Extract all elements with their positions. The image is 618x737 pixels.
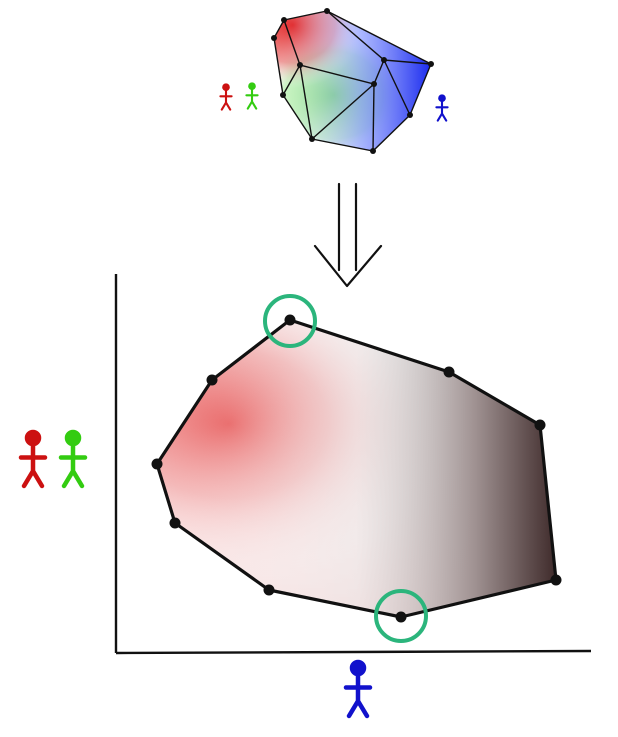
stick-figure-icon: [219, 83, 233, 111]
stick-figure-icon: [245, 82, 259, 110]
highlight-circle-top: [263, 294, 317, 348]
projected-polygon-outline: [155, 318, 558, 619]
axes: [114, 274, 592, 655]
projected-polygon-vertices: [151, 314, 562, 623]
stick-figure-icon: [346, 661, 370, 717]
polytope-3d-edges: [273, 10, 432, 152]
polytope-3d: [271, 8, 434, 154]
stick-figure-icon: [21, 431, 45, 487]
highlight-circle-bottom: [374, 589, 428, 643]
polytope-3d-vertices: [271, 8, 434, 154]
stick-figure-icon: [61, 431, 85, 487]
projected-polygon: [151, 314, 562, 623]
highlight-circles: [263, 294, 428, 643]
stick-figure-icon: [435, 94, 449, 122]
x-axis: [115, 649, 592, 655]
double-arrow-down-icon: [313, 182, 383, 288]
